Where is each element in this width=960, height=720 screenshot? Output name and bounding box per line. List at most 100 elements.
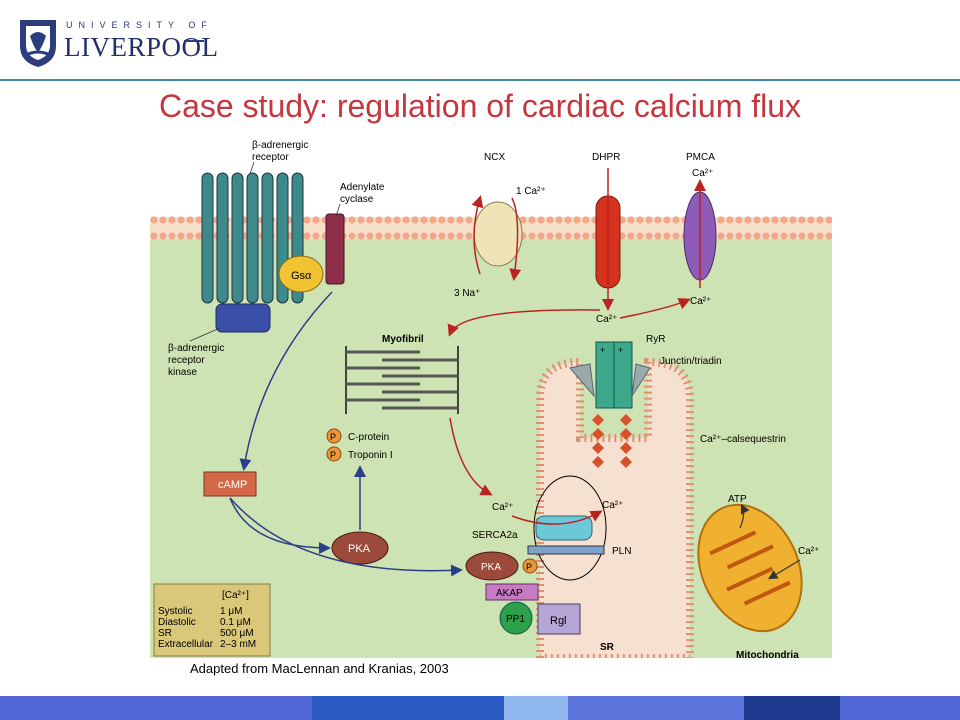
pmca-label: PMCA	[686, 152, 715, 163]
p-cprotein-label: P	[330, 432, 336, 442]
adenylate-cyclase-shape	[325, 213, 345, 285]
beta-receptor-label-2: receptor	[252, 152, 289, 163]
membrane-head	[564, 216, 572, 224]
footer-segment-2	[312, 696, 504, 720]
pln-label: PLN	[612, 546, 631, 557]
membrane-head	[177, 216, 185, 224]
membrane-head	[789, 232, 797, 240]
membrane-head	[150, 216, 158, 224]
myofibril-label: Myofibril	[382, 334, 424, 345]
calcium-concentration-table: [Ca²⁺] Systolic 1 μM Diastolic 0.1 μM SR…	[153, 583, 271, 657]
membrane-head	[150, 232, 158, 240]
ryr-plus-1: +	[600, 345, 605, 355]
calsequestrin-label: Ca²⁺–calsequestrin	[700, 434, 786, 445]
membrane-head	[735, 216, 743, 224]
membrane-head	[582, 232, 590, 240]
membrane-head	[654, 216, 662, 224]
receptor-kinase-shape	[215, 303, 271, 333]
ncx-label: NCX	[484, 152, 505, 163]
membrane-head	[186, 232, 194, 240]
membrane-head	[555, 216, 563, 224]
membrane-head	[186, 216, 194, 224]
ncx-shape	[473, 201, 523, 267]
mito-label: Mitochondria	[736, 650, 799, 658]
header-rule	[0, 79, 960, 81]
gsa-shape	[278, 255, 324, 293]
membrane-head	[807, 216, 815, 224]
membrane-head	[798, 232, 806, 240]
rgl-label: Rgl	[550, 615, 567, 627]
membrane-head	[726, 232, 734, 240]
membrane-head	[177, 232, 185, 240]
membrane-head	[312, 232, 320, 240]
membrane-head	[528, 232, 536, 240]
table-row-diastolic-value: 0.1 μM	[220, 617, 251, 628]
serca-ca-in-label: Ca²⁺	[492, 502, 513, 513]
membrane-head	[537, 216, 545, 224]
membrane-head	[429, 232, 437, 240]
pka-label: PKA	[348, 543, 371, 555]
membrane-head	[168, 232, 176, 240]
sr-pka-label: PKA	[481, 562, 501, 573]
crest-icon	[20, 20, 56, 67]
membrane-head	[420, 216, 428, 224]
membrane-head	[348, 216, 356, 224]
akap-label: AKAP	[496, 588, 523, 599]
membrane-head	[627, 232, 635, 240]
membrane-head	[636, 232, 644, 240]
table-row-extracellular-value: 2–3 mM	[220, 639, 256, 650]
gsa-label: Gsα	[291, 270, 312, 282]
membrane-head	[195, 232, 203, 240]
sr-label: SR	[600, 642, 615, 653]
mitochondria-shape	[697, 503, 803, 633]
membrane-head	[402, 216, 410, 224]
troponin-label: Troponin I	[348, 450, 393, 461]
bark-label-3: kinase	[168, 367, 197, 378]
table-row-systolic-value: 1 μM	[220, 606, 242, 617]
membrane-head	[744, 216, 752, 224]
membrane-head	[816, 232, 824, 240]
adenylate-label-2: cyclase	[340, 194, 374, 205]
membrane-head	[420, 232, 428, 240]
membrane-head	[402, 232, 410, 240]
membrane-head	[159, 216, 167, 224]
membrane-head	[789, 216, 797, 224]
membrane-head	[537, 232, 545, 240]
camp-label: cAMP	[218, 479, 247, 491]
membrane-head	[636, 216, 644, 224]
pln-p-label: P	[526, 562, 532, 572]
membrane-head	[573, 216, 581, 224]
membrane-head	[465, 216, 473, 224]
ryr-right	[613, 341, 633, 409]
highlight-circle	[533, 475, 607, 581]
table-row-extracellular-label: Extracellular	[158, 639, 214, 650]
membrane-head	[663, 216, 671, 224]
membrane-head	[753, 216, 761, 224]
membrane-head	[312, 216, 320, 224]
membrane-head	[735, 232, 743, 240]
dhpr-ca-label: Ca²⁺	[596, 314, 617, 325]
bark-label-1: β-adrenergic	[168, 343, 224, 354]
p-cprotein-circle	[326, 428, 342, 444]
pmca-ca-out-label: Ca²⁺	[692, 168, 713, 179]
membrane-head	[564, 232, 572, 240]
membrane-head	[582, 216, 590, 224]
serca-ca-out-label: Ca²⁺	[602, 500, 623, 511]
membrane-head	[546, 232, 554, 240]
sarcoplasmic-reticulum	[536, 357, 694, 658]
beta-receptor-label-1: β-adrenergic	[252, 140, 308, 151]
membrane-head	[447, 232, 455, 240]
membrane-head	[528, 216, 536, 224]
membrane-head	[195, 216, 203, 224]
membrane-head	[366, 232, 374, 240]
calsequestrin	[592, 414, 632, 468]
membrane-head	[771, 216, 779, 224]
membrane-head	[762, 232, 770, 240]
membrane-head	[645, 216, 653, 224]
c-protein-label: C-protein	[348, 432, 389, 443]
membrane-head	[357, 232, 365, 240]
ncx-ca-label: 1 Ca²⁺	[516, 186, 546, 197]
footer-segment-1	[0, 696, 312, 720]
footer-segment-4	[568, 696, 744, 720]
membrane-head	[546, 216, 554, 224]
